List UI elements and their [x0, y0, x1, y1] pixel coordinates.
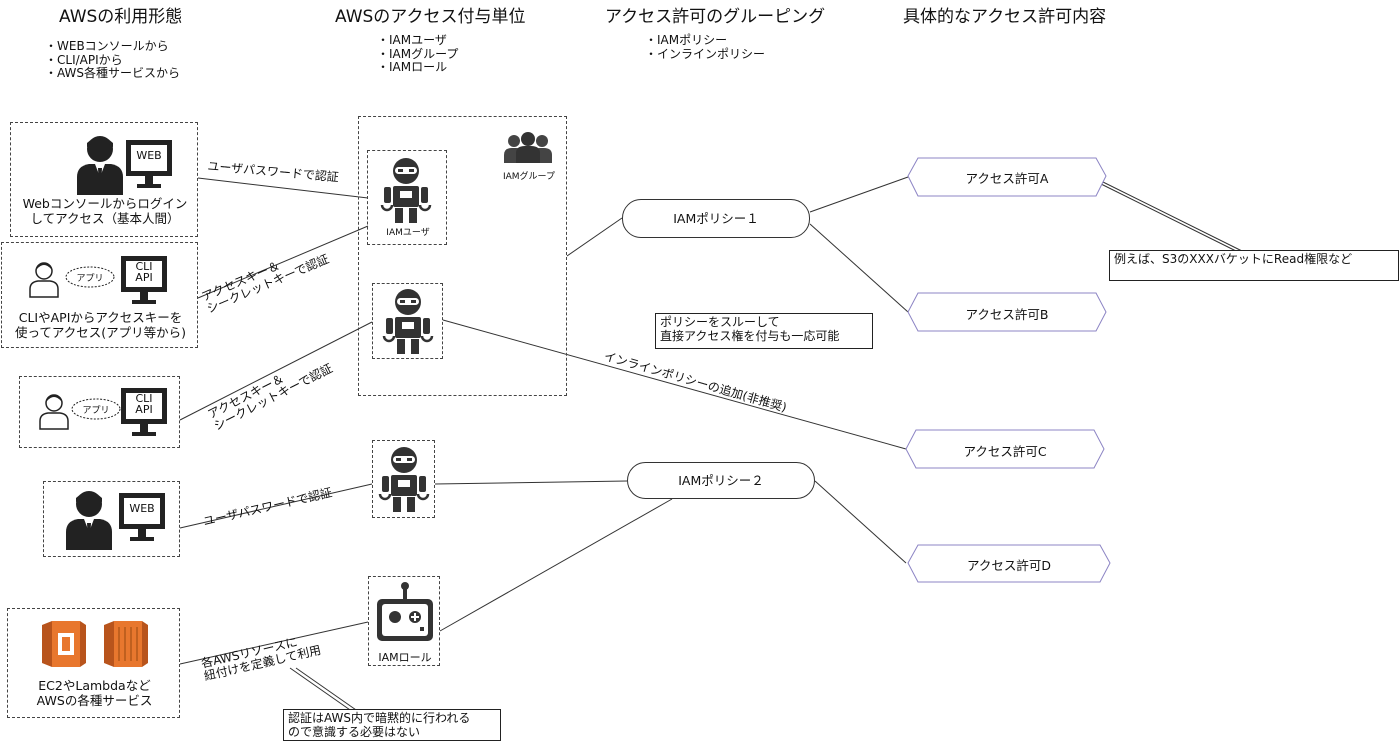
group-icon: [504, 132, 552, 163]
iam-user-box: IAMユーザ: [367, 150, 447, 245]
monitor-label: CLI API: [135, 392, 153, 416]
iam-user-3-box: [372, 440, 435, 518]
monitor-icon: [119, 493, 165, 541]
monitor-icon: [126, 140, 172, 188]
iam-role-box: IAMロール: [368, 576, 440, 666]
note-implicit-auth: 認証はAWS内で暗黙的に行われる ので意識する必要はない: [283, 709, 501, 741]
monitor-icon: [121, 388, 167, 436]
note-direct-grant: ポリシーをスルーして 直接アクセス権を付与も一応可能: [655, 313, 873, 349]
actor-web-2-box: WEB: [43, 481, 180, 557]
policy-2-node: IAMポリシー２: [627, 462, 815, 499]
person-outline-icon: [39, 394, 69, 430]
monitor-label: WEB: [129, 502, 155, 515]
robot-icon: [382, 289, 434, 354]
lambda-icon: [104, 621, 148, 667]
note-s3-example: 例えば、S3のXXXバケットにRead権限など: [1109, 250, 1399, 281]
monitor-label: WEB: [136, 149, 162, 162]
perm-b-shape: [907, 292, 1107, 332]
iam-group-label: IAMグループ: [502, 172, 556, 182]
person-outline-icon: [29, 262, 59, 298]
header-content: 具体的なアクセス許可内容: [903, 7, 1107, 27]
person-icon: [66, 491, 112, 550]
person-icon: [77, 136, 123, 195]
actor-aws-services-box: EC2やLambdaなど AWSの各種サービス: [7, 608, 180, 718]
list-grouping: ・IAMポリシー ・インラインポリシー: [645, 33, 766, 61]
ec2-icon: [42, 621, 86, 667]
policy-1-node: IAMポリシー１: [622, 199, 810, 238]
monitor-icon: [121, 256, 167, 304]
iam-user-label: IAMユーザ: [386, 228, 430, 238]
perm-c-label: アクセス許可C: [963, 444, 1047, 459]
list-unit: ・IAMユーザ ・IAMグループ ・IAMロール: [377, 33, 459, 74]
actor-cli-api-box: アプリ CLI API CLIやAPIからアクセスキーを 使ってアクセス(アプリ…: [1, 242, 198, 348]
robot-icon: [378, 447, 430, 512]
iam-role-label: IAMロール: [378, 651, 432, 664]
perm-a-shape: [907, 157, 1107, 197]
perm-a-label: アクセス許可A: [965, 171, 1049, 186]
app-bubble-icon: [65, 266, 115, 288]
app-bubble-icon: [71, 398, 121, 420]
header-grouping: アクセス許可のグルーピング: [605, 7, 826, 27]
perm-d-shape: [907, 544, 1111, 583]
header-unit: AWSのアクセス付与単位: [335, 7, 526, 27]
actor-web-console-box: WEB Webコンソールからログイン してアクセス（基本人間）: [10, 122, 198, 237]
perm-c-shape: [905, 429, 1105, 469]
monitor-label: CLI API: [135, 260, 153, 284]
actor-cli-api-2-box: アプリ CLI API: [19, 376, 180, 448]
iam-group-box: IAMグループ: [358, 116, 567, 396]
perm-d-label: アクセス許可D: [966, 558, 1051, 573]
perm-b-label: アクセス許可B: [965, 307, 1049, 322]
actor-cli-api-caption: CLIやAPIからアクセスキーを 使ってアクセス(アプリ等から): [14, 310, 186, 340]
app-bubble-label: アプリ: [82, 406, 110, 416]
list-usage: ・WEBコンソールから ・CLI/APIから ・AWS各種サービスから: [45, 39, 181, 80]
header-usage: AWSの利用形態: [59, 7, 183, 27]
iam-user-2-box: [372, 283, 443, 359]
role-robot-icon: [377, 582, 433, 641]
app-bubble-label: アプリ: [76, 274, 104, 284]
actor-aws-services-caption: EC2やLambdaなど AWSの各種サービス: [36, 678, 153, 708]
actor-web-console-caption: Webコンソールからログイン してアクセス（基本人間）: [22, 196, 188, 226]
robot-icon: [380, 158, 432, 223]
